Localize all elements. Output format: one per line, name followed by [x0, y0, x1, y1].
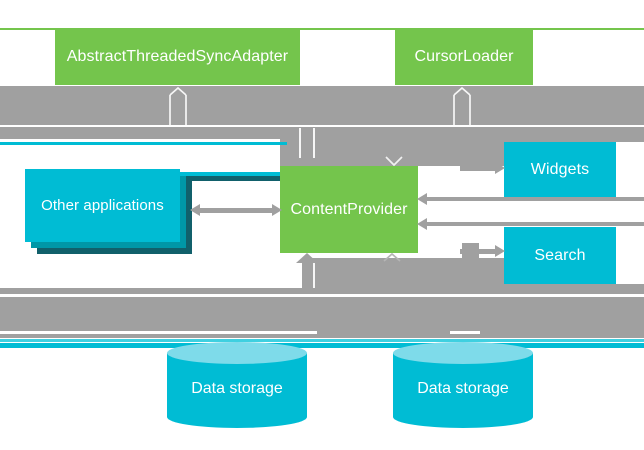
arrow-left-icon — [190, 204, 200, 216]
top-green-line — [0, 28, 644, 30]
down-arrow-icon — [296, 158, 318, 167]
band-divider-segment — [0, 331, 317, 334]
band-divider-line — [0, 125, 644, 127]
node-label: AbstractThreadedSyncAdapter — [66, 48, 289, 65]
arrow-band-right-strip — [504, 139, 644, 142]
node-other-applications: Other applications — [25, 169, 180, 242]
band-divider-line — [0, 294, 644, 297]
cylinder-bottom — [167, 406, 307, 428]
node-label: ContentProvider — [290, 200, 408, 218]
into-search-line — [460, 249, 496, 254]
up-arrow-icon — [296, 253, 318, 263]
down-arrow-shaft — [302, 139, 311, 159]
band-divider-segment — [450, 331, 480, 334]
arrow-right-icon — [495, 162, 505, 174]
up-arrow-outline — [299, 263, 301, 288]
stack-edge-line-cyan — [180, 172, 280, 176]
up-arrow-icon — [169, 86, 187, 125]
below-search-strip — [504, 284, 644, 289]
widgets-to-provider-line — [426, 197, 644, 201]
up-arrow-outline — [313, 263, 315, 288]
arrow-left-icon — [417, 217, 427, 230]
arrow-left-icon — [417, 192, 427, 205]
cyan-line-left — [0, 142, 287, 145]
into-widgets-line — [460, 166, 496, 171]
node-search: Search — [504, 227, 616, 284]
cyan-line-bottom-1 — [0, 339, 644, 342]
node-data-storage-left: Data storage — [167, 342, 307, 428]
node-cursor-loader: CursorLoader — [395, 29, 533, 85]
node-label: CursorLoader — [414, 48, 514, 65]
node-widgets: Widgets — [504, 142, 616, 197]
cyan-line-bottom-2 — [0, 343, 644, 348]
arrow-right-icon — [272, 204, 282, 216]
down-chevron-icon — [385, 156, 403, 167]
arrow-right-icon — [495, 245, 505, 257]
up-arrow-icon — [453, 86, 471, 125]
node-label: Other applications — [41, 197, 164, 214]
node-data-storage-right: Data storage — [393, 342, 533, 428]
search-to-provider-line — [426, 222, 644, 226]
node-label: Search — [534, 246, 586, 264]
arrow-band-bottom-tall — [303, 258, 504, 290]
node-label: Data storage — [417, 380, 509, 397]
node-label: Widgets — [530, 160, 590, 178]
down-arrow-outline — [299, 128, 301, 158]
arrow-band-top — [0, 86, 644, 139]
double-arrow-shaft — [199, 208, 273, 213]
node-abstract-threaded-sync-adapter: AbstractThreadedSyncAdapter — [55, 29, 300, 85]
stack-edge-line-dark — [186, 176, 280, 181]
up-arrow-shaft — [302, 262, 311, 289]
cylinder-top — [167, 342, 307, 364]
node-label: Data storage — [191, 380, 283, 397]
cylinder-top — [393, 342, 533, 364]
node-content-provider: ContentProvider — [280, 166, 418, 253]
down-arrow-outline — [313, 128, 315, 158]
up-chevron-icon — [383, 252, 401, 262]
cylinder-bottom — [393, 406, 533, 428]
